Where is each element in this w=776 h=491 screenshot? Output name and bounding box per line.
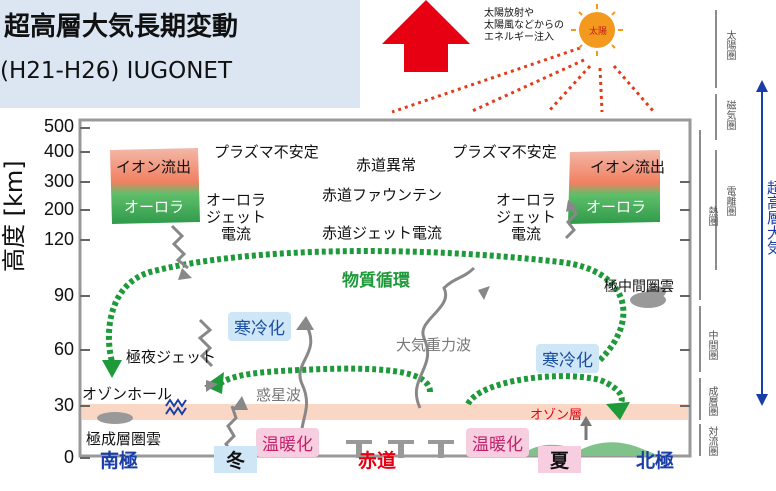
side-label-thermosphere: 熱圏 <box>706 206 717 226</box>
aurora-block-left <box>110 148 200 224</box>
polar-stratospheric-cloud: 極成層圏雲 <box>86 430 162 448</box>
ozone-layer: オゾン層 <box>530 408 583 423</box>
polar-mesospheric-cloud: 極中間圏雲 <box>604 279 674 295</box>
y-tick-label: 30 <box>53 395 74 415</box>
y-tick-label: 0 <box>63 447 74 467</box>
polar-night-jet: 極夜ジェット <box>126 348 217 366</box>
winter-label: 冬 <box>214 446 258 473</box>
page-subtitle: (H21-H26) IUGONET <box>0 58 233 84</box>
north-pole-label: 北極 <box>636 450 675 472</box>
side-label-mesosphere: 中間圏 <box>706 330 717 360</box>
side-label-stratosphere: 成層圏 <box>706 386 717 416</box>
side-label-upper-atmosphere: 超高層大気 <box>765 180 776 255</box>
side-label-ionosphere: 電離圏 <box>724 186 735 216</box>
aurora-right: オーロラ <box>586 198 647 216</box>
y-tick-label: 120 <box>44 229 75 249</box>
aurora-jet-line: オーロラ <box>206 191 267 209</box>
y-axis-label: 高度 [km] <box>0 160 28 272</box>
page-title: 超高層大気長期変動 <box>4 12 239 42</box>
cooling-pill-left: 寒冷化 <box>228 312 291 341</box>
warming-pill-right: 温暖化 <box>466 428 529 457</box>
side-brackets <box>699 10 717 456</box>
aurora-jet-line: ジェット <box>496 208 557 226</box>
aurora-jet-line: ジェット <box>206 208 267 226</box>
ozone-hole: オゾンホール <box>82 385 173 403</box>
aurora-jet-line: オーロラ <box>496 191 557 209</box>
y-tick-label: 60 <box>53 339 74 359</box>
equator-structure-icons <box>346 440 454 458</box>
equator-label: 赤道 <box>358 450 397 472</box>
sun-caption-line: 太陽放射や <box>484 8 534 19</box>
sun-icon <box>571 4 623 56</box>
sun-label: 太陽 <box>589 27 608 37</box>
solar-rays <box>391 46 656 114</box>
summer-up-arrow-icon <box>580 416 592 440</box>
ion-outflow-right: イオン流出 <box>590 158 666 176</box>
sun-caption: 太陽放射や 太陽風などからの エネルギー注入 <box>484 8 564 44</box>
circulation-arrows <box>105 248 627 406</box>
aurora-jet-line: 電流 <box>511 225 542 243</box>
aurora-jet-right: オーロラ ジェット 電流 <box>496 192 556 243</box>
wave-arrowheads <box>178 200 578 410</box>
side-label-magnetosphere: 磁気圏 <box>724 100 735 130</box>
y-tick-label: 90 <box>53 285 74 305</box>
south-pole-label: 南極 <box>100 450 139 472</box>
sun-caption-line: 太陽風などからの <box>484 20 564 31</box>
y-axis-ticks <box>80 127 690 459</box>
plasma-instability-right: プラズマ不安定 <box>452 143 557 161</box>
gravity-wave: 大気重力波 <box>396 336 472 354</box>
y-tick-label: 400 <box>44 141 75 161</box>
y-tick-label: 500 <box>44 116 75 136</box>
material-circulation: 物質循環 <box>342 271 410 291</box>
equatorial-jet: 赤道ジェット電流 <box>322 224 443 242</box>
ion-outflow-left: イオン流出 <box>116 158 192 176</box>
plasma-instability-left: プラズマ不安定 <box>214 143 319 161</box>
title-panel: 超高層大気長期変動 (H21-H26) IUGONET <box>0 0 360 108</box>
side-label-troposphere: 対流圏 <box>706 426 717 456</box>
upper-atmosphere-range-arrow-icon <box>756 80 768 406</box>
equatorial-anomaly: 赤道異常 <box>356 156 417 174</box>
sun-caption-line: エネルギー注入 <box>484 32 554 43</box>
aurora-left: オーロラ <box>124 198 185 216</box>
cloud-icons <box>97 286 666 424</box>
ozone-hole-wave-icon <box>165 398 187 416</box>
aurora-jet-line: 電流 <box>221 225 252 243</box>
side-label-heliosphere: 太陽圏 <box>724 30 735 60</box>
planetary-wave: 惑星波 <box>256 386 302 404</box>
equatorial-fountain: 赤道ファウンテン <box>322 186 443 204</box>
aurora-block-right <box>568 150 660 224</box>
summer-label: 夏 <box>538 446 582 473</box>
big-red-arrow-icon <box>382 0 470 72</box>
warming-pill-left: 温暖化 <box>256 428 319 457</box>
y-tick-label: 200 <box>44 199 75 219</box>
cooling-pill-right: 寒冷化 <box>536 344 599 373</box>
aurora-jet-left: オーロラ ジェット 電流 <box>206 192 266 243</box>
y-tick-label: 300 <box>44 171 75 191</box>
